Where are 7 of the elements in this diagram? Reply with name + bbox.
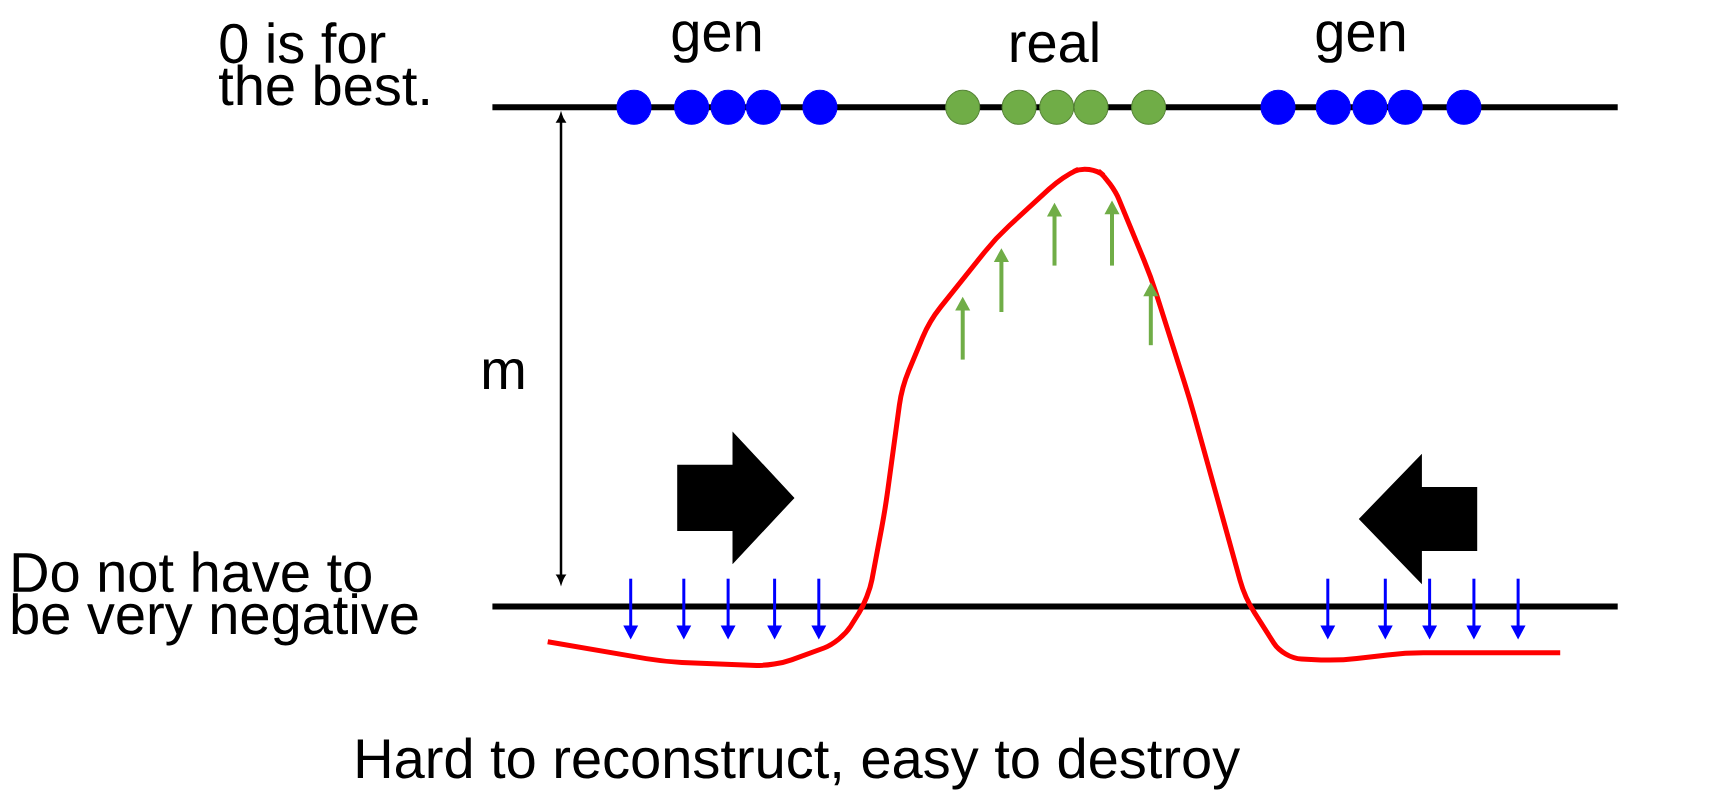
group-label: gen [672, 21, 761, 63]
note-text: 0 is for the best. [219, 22, 428, 106]
dimension-label: m [483, 358, 524, 390]
caption-text: Hard to reconstruct, easy to destroy [357, 737, 1241, 790]
group-label: gen [1316, 21, 1405, 63]
note-text: Do not have to be very negative [12, 551, 418, 646]
group-label: real [1011, 21, 1098, 63]
